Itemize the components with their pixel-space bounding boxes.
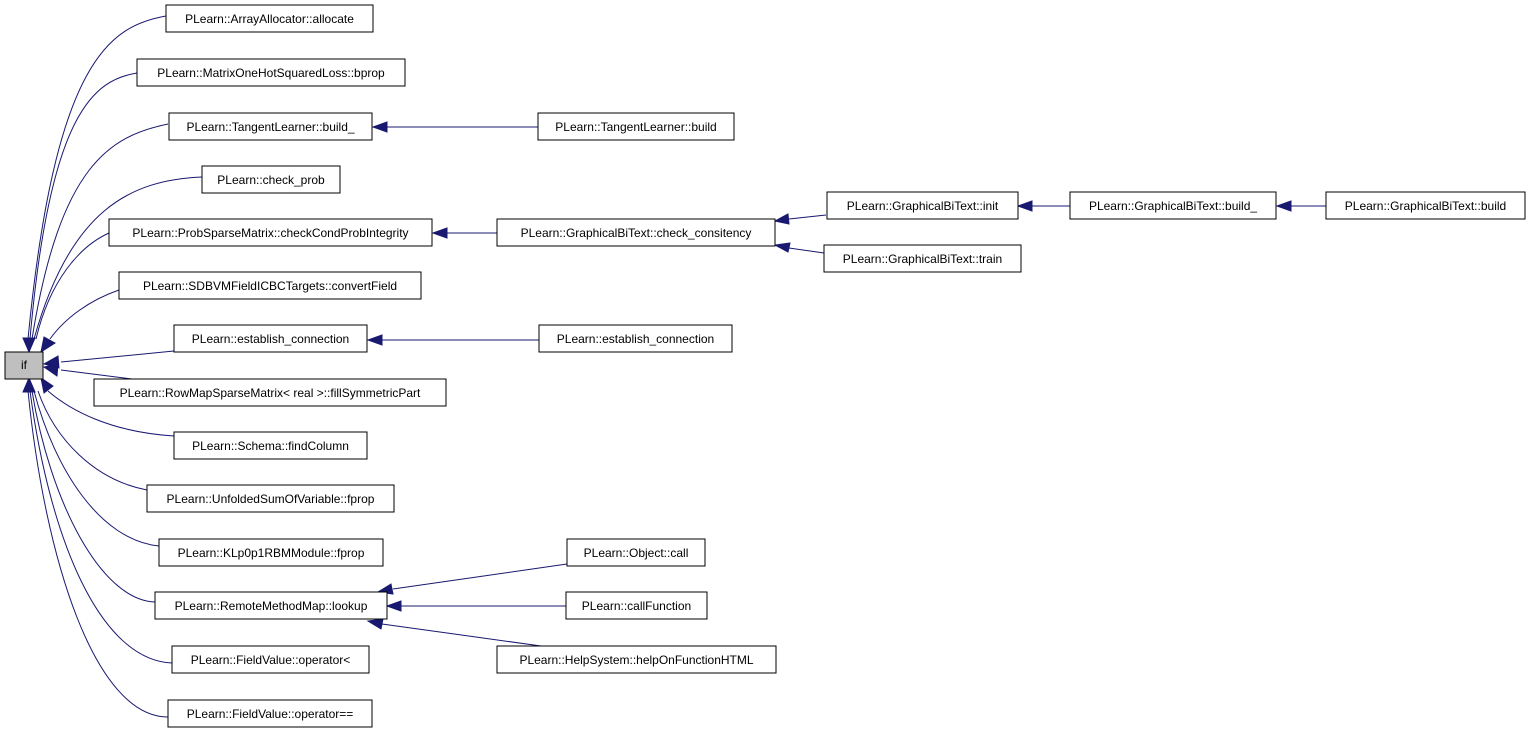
arrow-root-bottom	[22, 376, 36, 393]
node-fillsym-label: PLearn::RowMapSparseMatrix< real >::fill…	[120, 386, 421, 400]
node-gbt-init[interactable]: PLearn::GraphicalBiText::init	[826, 191, 1019, 220]
node-checkcond[interactable]: PLearn::ProbSparseMatrix::checkCondProbI…	[108, 218, 433, 247]
node-gbt-train[interactable]: PLearn::GraphicalBiText::train	[823, 244, 1022, 273]
edge-check-prob	[33, 176, 203, 340]
edge-train-to-consitency	[788, 247, 825, 254]
node-gbt-init-label: PLearn::GraphicalBiText::init	[847, 199, 999, 213]
arrow-establish1	[366, 334, 383, 346]
edge-establish	[60, 350, 175, 363]
node-klp-fprop-label: PLearn::KLp0p1RBMModule::fprop	[178, 546, 365, 560]
arrow-lookup-mid	[385, 600, 402, 612]
arrow-lookup-bottom	[366, 618, 384, 630]
arrow-root-findcol	[40, 376, 54, 394]
edge-unfolded	[37, 390, 148, 491]
node-gbt-build_[interactable]: PLearn::GraphicalBiText::build_	[1069, 191, 1277, 220]
node-op-eq[interactable]: PLearn::FieldValue::operator==	[167, 699, 373, 728]
node-establish-connection[interactable]: PLearn::establish_connection	[173, 324, 368, 353]
node-object-call-label: PLearn::Object::call	[584, 546, 689, 560]
node-check-prob[interactable]: PLearn::check_prob	[201, 165, 341, 194]
node-establish-connection-2-label: PLearn::establish_connection	[557, 332, 714, 346]
arrow-tangent-build_	[371, 121, 388, 133]
node-tangent-build[interactable]: PLearn::TangentLearner::build	[537, 112, 735, 141]
node-fillsym[interactable]: PLearn::RowMapSparseMatrix< real >::fill…	[93, 378, 447, 407]
node-unfolded-fprop-label: PLearn::UnfoldedSumOfVariable::fprop	[167, 492, 375, 506]
node-allocate[interactable]: PLearn::ArrayAllocator::allocate	[165, 4, 374, 33]
node-bprop[interactable]: PLearn::MatrixOneHotSquaredLoss::bprop	[136, 58, 406, 87]
arrow-root-fillsym	[42, 363, 59, 377]
edges-root	[27, 15, 203, 718]
node-establish-connection-label: PLearn::establish_connection	[192, 332, 349, 346]
node-checkcond-label: PLearn::ProbSparseMatrix::checkCondProbI…	[132, 226, 408, 240]
node-check-prob-label: PLearn::check_prob	[217, 173, 325, 187]
node-tangent-build_-label: PLearn::TangentLearner::build_	[186, 120, 354, 134]
node-callfunction-label: PLearn::callFunction	[582, 599, 691, 613]
node-object-call[interactable]: PLearn::Object::call	[566, 538, 706, 567]
edge-findcolumn	[47, 390, 175, 437]
node-klp-fprop[interactable]: PLearn::KLp0p1RBMModule::fprop	[158, 538, 384, 567]
arrow-init	[1016, 200, 1033, 212]
node-convertfield-label: PLearn::SDBVMFieldICBCTargets::convertFi…	[143, 279, 397, 293]
edge-objectcall-to-lookup	[392, 563, 568, 590]
node-root-label: if	[21, 358, 28, 372]
edge-op-eq	[27, 390, 169, 718]
node-gbt-train-label: PLearn::GraphicalBiText::train	[843, 252, 1002, 266]
node-findcolumn[interactable]: PLearn::Schema::findColumn	[173, 431, 368, 460]
node-gbt-build_-label: PLearn::GraphicalBiText::build_	[1089, 199, 1257, 213]
edge-tangent-build_	[31, 123, 169, 340]
node-tangent-build-label: PLearn::TangentLearner::build	[555, 120, 716, 134]
edge-convertfield	[49, 289, 120, 340]
node-check-consitency[interactable]: PLearn::GraphicalBiText::check_consitenc…	[496, 218, 776, 247]
node-helponfunction[interactable]: PLearn::HelpSystem::helpOnFunctionHTML	[496, 645, 777, 674]
node-helponfunction-label: PLearn::HelpSystem::helpOnFunctionHTML	[519, 653, 753, 667]
arrow-consitency-bottom	[773, 242, 791, 253]
node-unfolded-fprop[interactable]: PLearn::UnfoldedSumOfVariable::fprop	[146, 484, 395, 513]
edge-fillsym	[60, 369, 141, 381]
arrow-gbt-build_	[1275, 200, 1292, 212]
node-findcolumn-label: PLearn::Schema::findColumn	[192, 439, 349, 453]
node-convertfield[interactable]: PLearn::SDBVMFieldICBCTargets::convertFi…	[118, 271, 422, 300]
edge-help-to-lookup	[381, 623, 542, 647]
edges-level2	[366, 121, 1326, 647]
node-tangent-build_[interactable]: PLearn::TangentLearner::build_	[168, 112, 373, 141]
node-gbt-build[interactable]: PLearn::GraphicalBiText::build	[1325, 191, 1526, 220]
edge-allocate	[27, 15, 167, 340]
node-establish-connection-2[interactable]: PLearn::establish_connection	[538, 324, 733, 353]
edge-bprop	[29, 72, 138, 340]
node-check-consitency-label: PLearn::GraphicalBiText::check_consitenc…	[521, 226, 752, 240]
node-bprop-label: PLearn::MatrixOneHotSquaredLoss::bprop	[157, 66, 385, 80]
node-op-lt[interactable]: PLearn::FieldValue::operator<	[171, 645, 370, 674]
arrow-checkcond	[431, 227, 448, 239]
node-op-eq-label: PLearn::FieldValue::operator==	[187, 707, 354, 721]
edge-checkcond	[35, 232, 110, 340]
edge-lookup	[31, 390, 156, 603]
node-callfunction[interactable]: PLearn::callFunction	[565, 591, 708, 620]
arrowheads-root	[22, 336, 60, 394]
edge-init-to-consitency	[788, 214, 827, 220]
node-op-lt-label: PLearn::FieldValue::operator<	[191, 653, 351, 667]
arrow-root-top	[22, 337, 36, 354]
node-root[interactable]: if	[4, 351, 44, 380]
node-gbt-build-label: PLearn::GraphicalBiText::build	[1345, 199, 1506, 213]
node-lookup[interactable]: PLearn::RemoteMethodMap::lookup	[154, 591, 388, 620]
arrow-consitency-top	[773, 213, 790, 225]
node-lookup-label: PLearn::RemoteMethodMap::lookup	[175, 599, 368, 613]
edge-op-lt	[29, 390, 173, 664]
arrow-root-convert	[40, 336, 56, 354]
edge-klp	[33, 390, 160, 547]
node-allocate-label: PLearn::ArrayAllocator::allocate	[185, 12, 354, 26]
